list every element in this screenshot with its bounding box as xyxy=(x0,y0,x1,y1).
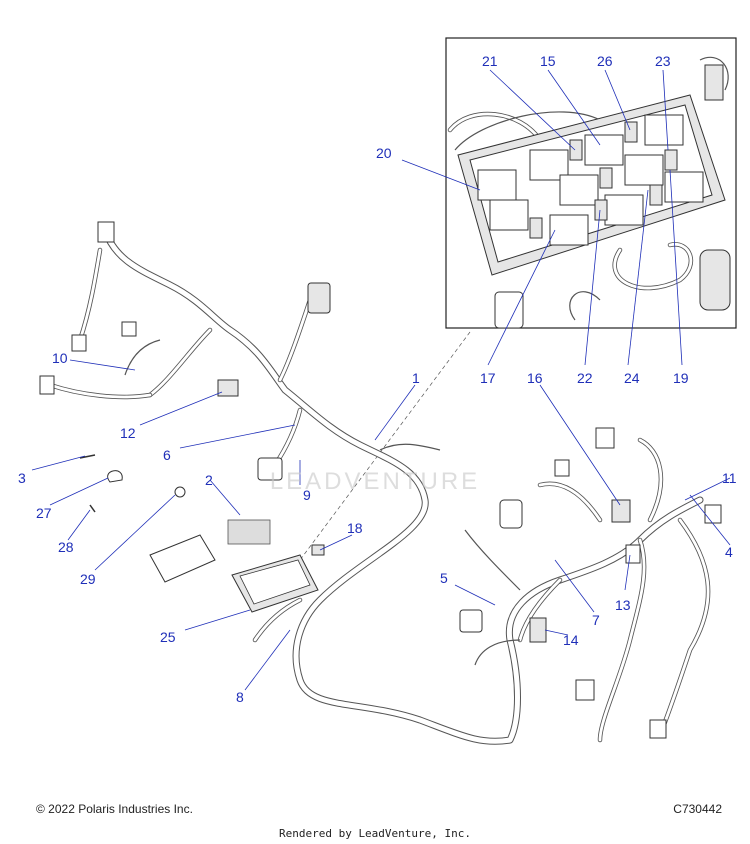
detail-link-line xyxy=(299,331,471,561)
rendered-by-text: Rendered by LeadVenture, Inc. xyxy=(278,827,472,840)
callout-27[interactable]: 27 xyxy=(36,505,52,521)
callout-24[interactable]: 24 xyxy=(624,370,640,386)
callout-21[interactable]: 21 xyxy=(482,53,498,69)
callout-14[interactable]: 14 xyxy=(563,632,579,648)
watermark-logo: LEADVENTURE xyxy=(269,468,481,495)
callout-10[interactable]: 10 xyxy=(52,350,68,366)
callout-4[interactable]: 4 xyxy=(725,544,733,560)
callout-8[interactable]: 8 xyxy=(236,689,244,705)
callout-3[interactable]: 3 xyxy=(18,470,26,486)
loose-parts xyxy=(79,454,325,613)
callout-labels: 1 2 3 4 5 6 7 8 9 10 11 12 13 14 15 16 1… xyxy=(18,53,737,705)
leader-lines xyxy=(31,359,731,691)
callout-1[interactable]: 1 xyxy=(412,370,420,386)
callout-29[interactable]: 29 xyxy=(80,571,96,587)
callout-15[interactable]: 15 xyxy=(540,53,556,69)
callout-17[interactable]: 17 xyxy=(480,370,496,386)
callout-13[interactable]: 13 xyxy=(615,597,631,613)
diagram-code: C730442 xyxy=(673,802,722,816)
callout-16[interactable]: 16 xyxy=(527,370,543,386)
callout-9[interactable]: 9 xyxy=(303,487,311,503)
callout-22[interactable]: 22 xyxy=(577,370,593,386)
callout-11[interactable]: 11 xyxy=(722,470,737,486)
callout-7[interactable]: 7 xyxy=(592,612,600,628)
callout-28[interactable]: 28 xyxy=(58,539,74,555)
fuse-row xyxy=(529,121,678,239)
copyright-text: © 2022 Polaris Industries Inc. xyxy=(36,802,193,816)
callout-12[interactable]: 12 xyxy=(120,425,136,441)
callout-6[interactable]: 6 xyxy=(163,447,171,463)
main-harness xyxy=(47,226,711,745)
callout-19[interactable]: 19 xyxy=(673,370,689,386)
connectors xyxy=(39,221,722,739)
callout-23[interactable]: 23 xyxy=(655,53,671,69)
callout-26[interactable]: 26 xyxy=(597,53,613,69)
callout-20[interactable]: 20 xyxy=(376,145,392,161)
fuse-box-detail-inset xyxy=(401,37,737,366)
callout-18[interactable]: 18 xyxy=(347,520,363,536)
callout-5[interactable]: 5 xyxy=(440,570,448,586)
callout-25[interactable]: 25 xyxy=(160,629,176,645)
callout-2[interactable]: 2 xyxy=(205,472,213,488)
